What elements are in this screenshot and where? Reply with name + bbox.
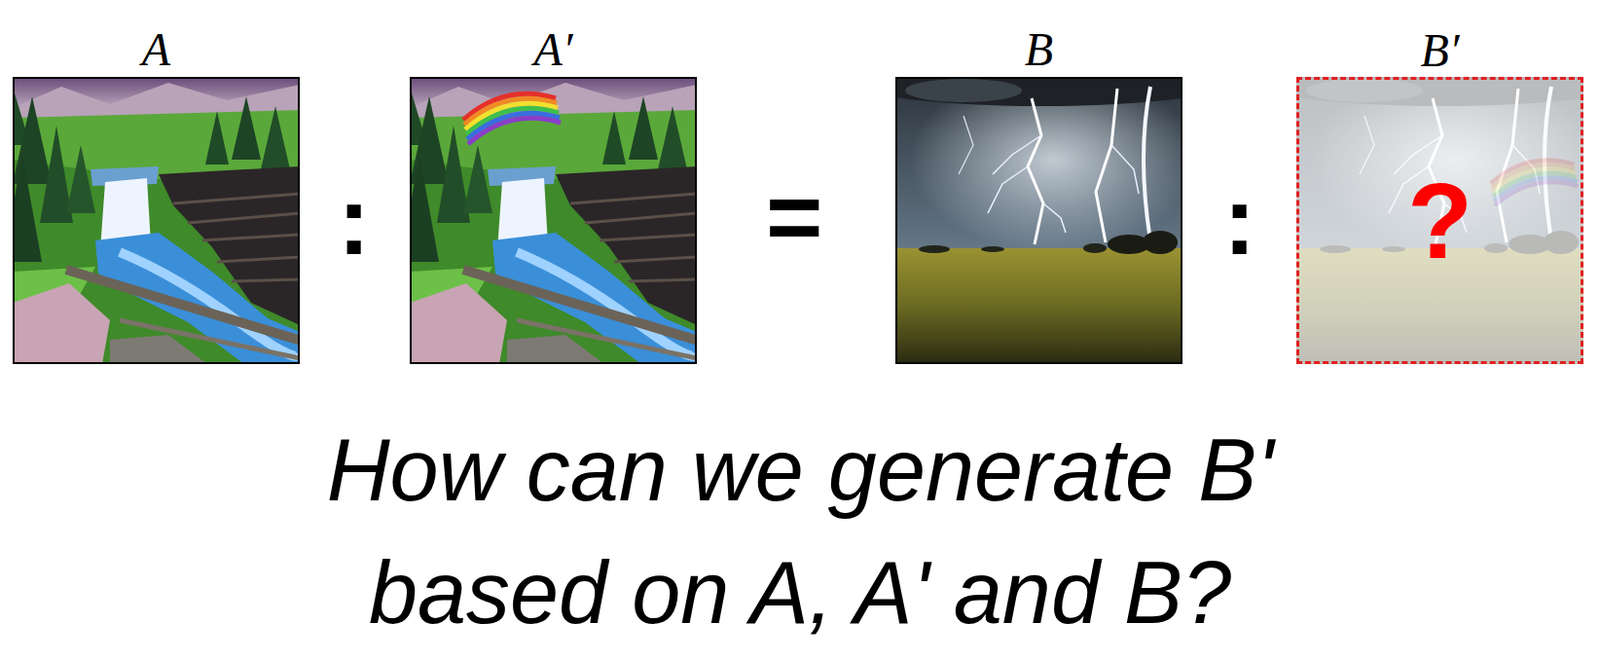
ratio-colon: : [337, 171, 370, 269]
question-mark: ? [1407, 167, 1473, 275]
image-panel: A′ [409, 76, 697, 364]
image-heading: B [1024, 26, 1054, 73]
text-holder: ? [1299, 79, 1581, 362]
illustration-shape [1490, 160, 1579, 207]
illustration-shape [2, 76, 305, 364]
illustration-shape [1237, 47, 1600, 364]
illustration-shape [1490, 160, 1579, 207]
image-heading: A [142, 26, 171, 73]
image-panel: B [895, 76, 1183, 364]
illustration-shape [400, 76, 702, 364]
equals-sign: = [765, 167, 823, 265]
waterfall-image [2, 76, 305, 364]
image-heading: A′ [534, 26, 574, 73]
waterfall-rainbow-image [400, 76, 702, 364]
faded-storm-image [1237, 47, 1600, 364]
illustration-shape [836, 47, 1246, 364]
target-image-panel: B′? [1296, 76, 1584, 364]
question-caption: How can we generate B' based on A, A' an… [235, 408, 1365, 655]
illustration-shape [463, 93, 561, 145]
image-panel: A [12, 76, 300, 364]
storm-image [836, 47, 1246, 364]
ratio-colon: : [1223, 171, 1256, 269]
image-heading: B′ [1420, 27, 1460, 74]
illustration-shape [1237, 47, 1600, 364]
